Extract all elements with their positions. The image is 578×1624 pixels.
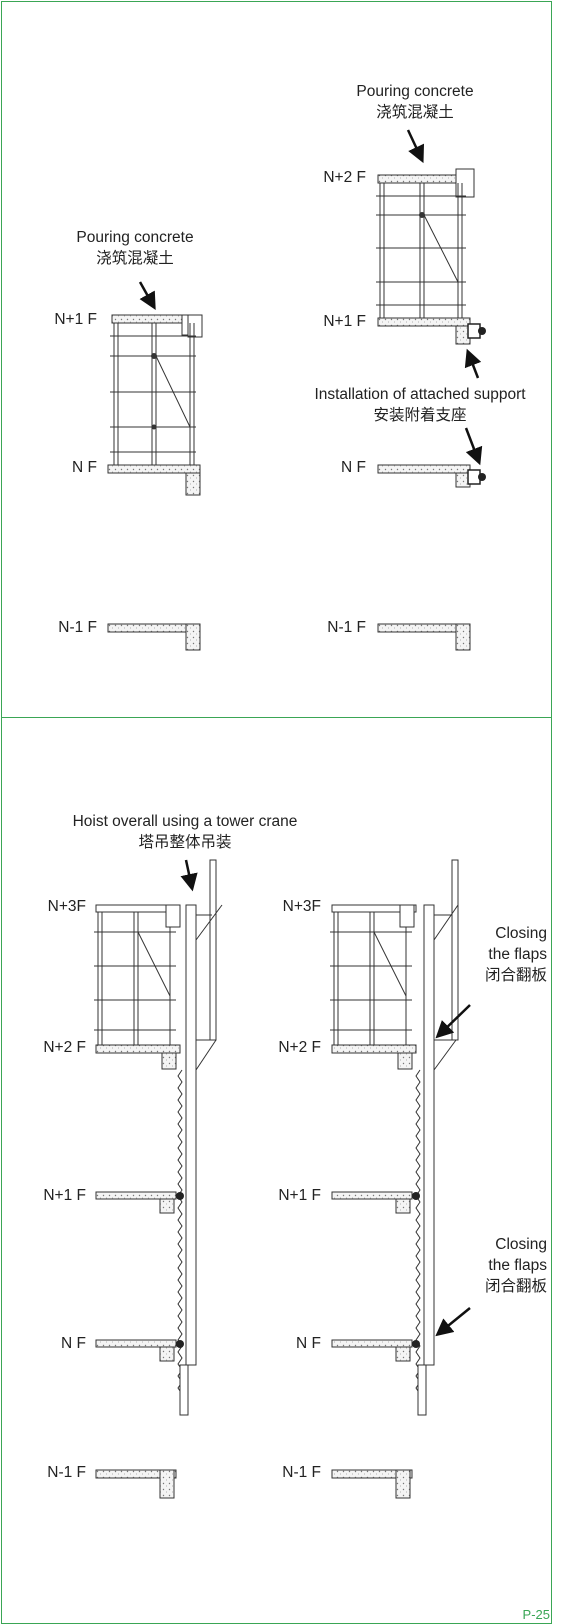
p1-left-caption-cn: 浇筑混凝土 bbox=[96, 250, 174, 267]
p2-left-floor-label: N+1 F bbox=[43, 1187, 86, 1204]
p2-right-note1-line: 闭合翻板 bbox=[484, 967, 547, 984]
p1-left-drawing bbox=[107, 281, 203, 651]
p2-right-floor-label: N+1 F bbox=[278, 1187, 321, 1204]
panel-divider bbox=[1, 717, 552, 718]
p1-right-note-en: Installation of attached support bbox=[314, 386, 526, 403]
p2-right-floor-label: N F bbox=[296, 1335, 321, 1352]
p2-right-floor-label: N-1 F bbox=[282, 1464, 321, 1481]
p2-left-floor-label: N F bbox=[61, 1335, 86, 1352]
p2-right-note2-line: Closing bbox=[495, 1236, 547, 1253]
p2-left-floor-label: N+3F bbox=[47, 898, 86, 915]
p2-right-drawing bbox=[330, 859, 471, 1499]
p1-right-drawing bbox=[376, 129, 486, 651]
p1-right-caption-cn: 浇筑混凝土 bbox=[376, 104, 454, 121]
p1-right-floor-label: N F bbox=[341, 459, 366, 476]
p2-left-floor-label: N+2 F bbox=[43, 1039, 86, 1056]
p1-right-floor-label: N-1 F bbox=[327, 619, 366, 636]
p2-right-floor-label: N+3F bbox=[282, 898, 321, 915]
p2-left-caption-en: Hoist overall using a tower crane bbox=[72, 813, 298, 830]
p2-left-caption-cn: 塔吊整体吊装 bbox=[138, 834, 232, 851]
p1-left-floor-label: N+1 F bbox=[54, 311, 97, 328]
p1-left-floor-label: N-1 F bbox=[58, 619, 97, 636]
p1-right-caption-en: Pouring concrete bbox=[356, 83, 474, 100]
p2-right-note2-line: 闭合翻板 bbox=[484, 1278, 547, 1295]
p2-right-note1-line: Closing bbox=[495, 925, 547, 942]
p2-right-floor-label: N+2 F bbox=[278, 1039, 321, 1056]
p1-right-note-cn: 安装附着支座 bbox=[373, 407, 467, 424]
p1-right-floor-label: N+1 F bbox=[323, 313, 366, 330]
p2-right-note2-line: the flaps bbox=[488, 1257, 547, 1274]
p1-right-floor-label: N+2 F bbox=[323, 169, 366, 186]
p1-left-floor-label: N F bbox=[72, 459, 97, 476]
p2-left-floor-label: N-1 F bbox=[47, 1464, 86, 1481]
p2-left-drawing bbox=[94, 859, 223, 1499]
page-number: P-25 bbox=[522, 1607, 550, 1622]
p2-right-note1-line: the flaps bbox=[488, 946, 547, 963]
p1-left-caption-en: Pouring concrete bbox=[76, 229, 194, 246]
